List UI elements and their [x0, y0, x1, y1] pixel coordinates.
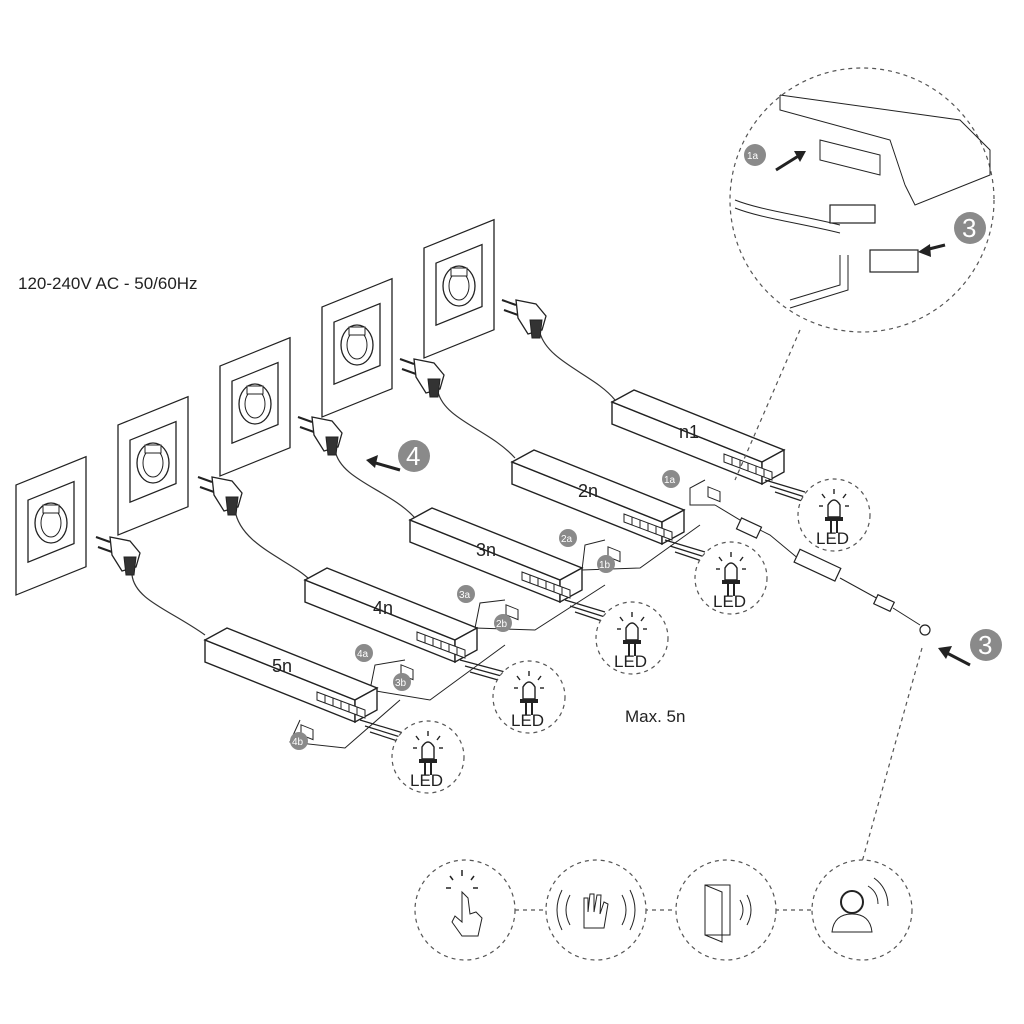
wall-socket-5: [15, 456, 87, 596]
driver-label-1: n1: [679, 422, 699, 442]
detail-zoom: 1a 3: [729, 67, 995, 863]
sensor-cable: [714, 504, 931, 636]
max-drivers-label: Max. 5n: [625, 707, 685, 726]
driver-2: [511, 449, 685, 563]
voltage-spec-label: 120-240V AC - 50/60Hz: [18, 274, 198, 293]
step-4-arrow: 4: [366, 440, 430, 472]
step-badge-4b: 4b: [292, 737, 304, 748]
plug-1: [501, 299, 547, 339]
driver-5: [204, 627, 378, 741]
led-label-2: LED: [713, 592, 746, 611]
plug-2: [399, 358, 445, 398]
step-badge-1a: 1a: [664, 475, 676, 486]
link-1: [689, 479, 715, 506]
driver-label-5: 5n: [272, 656, 292, 676]
step-badge-1b: 1b: [599, 560, 611, 571]
step-badge-2b: 2b: [496, 619, 508, 630]
driver-1: [611, 389, 785, 503]
hand-wave-icon: [545, 859, 647, 961]
mains-cable-1: [539, 332, 616, 401]
wall-socket-3: [219, 337, 291, 477]
step-badge-3-detail: 3: [962, 213, 976, 243]
mains-cable-2: [437, 391, 516, 459]
driver-4: [304, 567, 478, 681]
mains-cable-5: [131, 574, 206, 636]
plug-3: [297, 416, 343, 456]
step-badge-4a: 4a: [357, 649, 369, 660]
wall-socket-4: [117, 396, 189, 536]
door-sensor-icon: [675, 859, 777, 961]
touch-icon: [414, 859, 516, 961]
step-badge-3-sensor: 3: [978, 630, 992, 660]
driver-label-3: 3n: [476, 540, 496, 560]
driver-label-4: 4n: [373, 598, 393, 618]
wall-socket-2: [321, 278, 393, 418]
sensor-options: [414, 859, 913, 961]
wall-socket-1: [423, 219, 495, 359]
driver-label-2: 2n: [578, 481, 598, 501]
step-3-sensor-arrow: 3: [938, 629, 1002, 667]
driver-3: [409, 507, 583, 621]
mains-cable-4: [234, 509, 311, 581]
plug-4: [197, 476, 243, 516]
plug-5: [95, 536, 141, 576]
led-label-4: LED: [511, 711, 544, 730]
step-badges: [290, 470, 680, 750]
led-label-5: LED: [410, 771, 443, 790]
step-badge-1a-detail: 1a: [747, 151, 759, 162]
step-badge-2a: 2a: [561, 534, 573, 545]
step-badge-3b: 3b: [395, 678, 407, 689]
mains-cable-3: [334, 449, 416, 519]
led-label-3: LED: [614, 652, 647, 671]
led-label-1: LED: [816, 529, 849, 548]
step-badge-3a: 3a: [459, 590, 471, 601]
step-badge-4: 4: [406, 441, 420, 471]
presence-sensor-icon: [811, 859, 913, 961]
